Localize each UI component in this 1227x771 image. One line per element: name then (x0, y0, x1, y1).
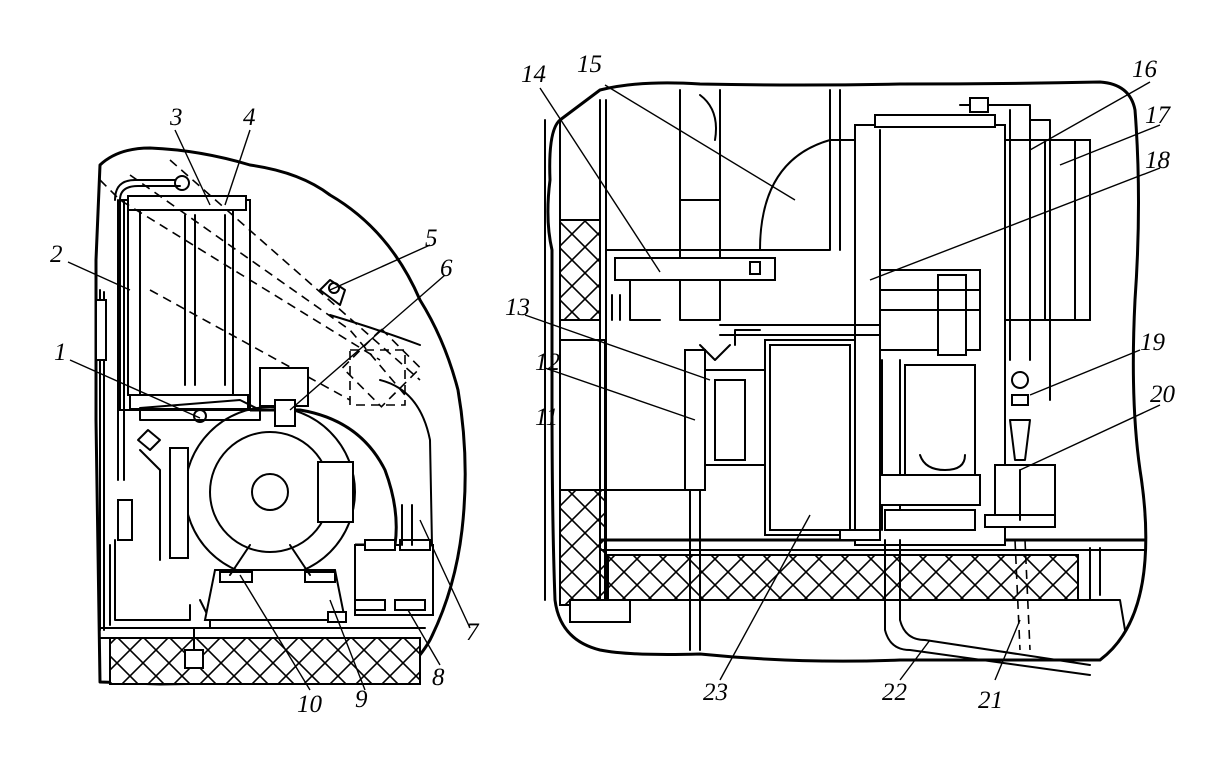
label-15: 15 (577, 51, 602, 78)
label-22: 22 (882, 679, 907, 706)
label-3: 3 (169, 104, 183, 131)
wall-insulation-upper (559, 219, 601, 321)
label-21: 21 (978, 687, 1003, 714)
label-1: 1 (54, 339, 67, 366)
label-9: 9 (355, 686, 368, 713)
label-20: 20 (1150, 381, 1176, 408)
wall-insulation-lower (559, 489, 606, 606)
callout-labels: 1 2 3 4 5 6 7 8 9 10 11 12 13 14 15 16 1… (50, 51, 1176, 718)
label-12: 12 (535, 349, 560, 376)
label-11: 11 (535, 404, 558, 431)
label-6: 6 (440, 255, 453, 282)
label-10: 10 (297, 691, 323, 718)
floor-insulation (607, 554, 1079, 601)
label-13: 13 (505, 294, 530, 321)
left-floor-insulation (109, 637, 421, 685)
label-2: 2 (50, 241, 63, 268)
label-4: 4 (243, 104, 256, 131)
side-panel (559, 339, 606, 491)
leader-lines (67, 81, 1161, 691)
label-5: 5 (425, 225, 438, 252)
right-unit-view (544, 80, 1148, 676)
left-unit-view (94, 146, 467, 686)
label-8: 8 (432, 664, 445, 691)
label-18: 18 (1145, 147, 1171, 174)
left-housing-outline (94, 146, 467, 686)
label-14: 14 (521, 61, 546, 88)
label-19: 19 (1140, 329, 1166, 356)
label-23: 23 (703, 679, 728, 706)
valve-assembly (994, 464, 1056, 516)
label-7: 7 (466, 619, 480, 646)
condenser-unit (1004, 139, 1091, 321)
right-housing-outline (546, 80, 1148, 663)
label-17: 17 (1145, 102, 1172, 129)
label-16: 16 (1132, 56, 1158, 83)
blower-volute (250, 408, 398, 547)
